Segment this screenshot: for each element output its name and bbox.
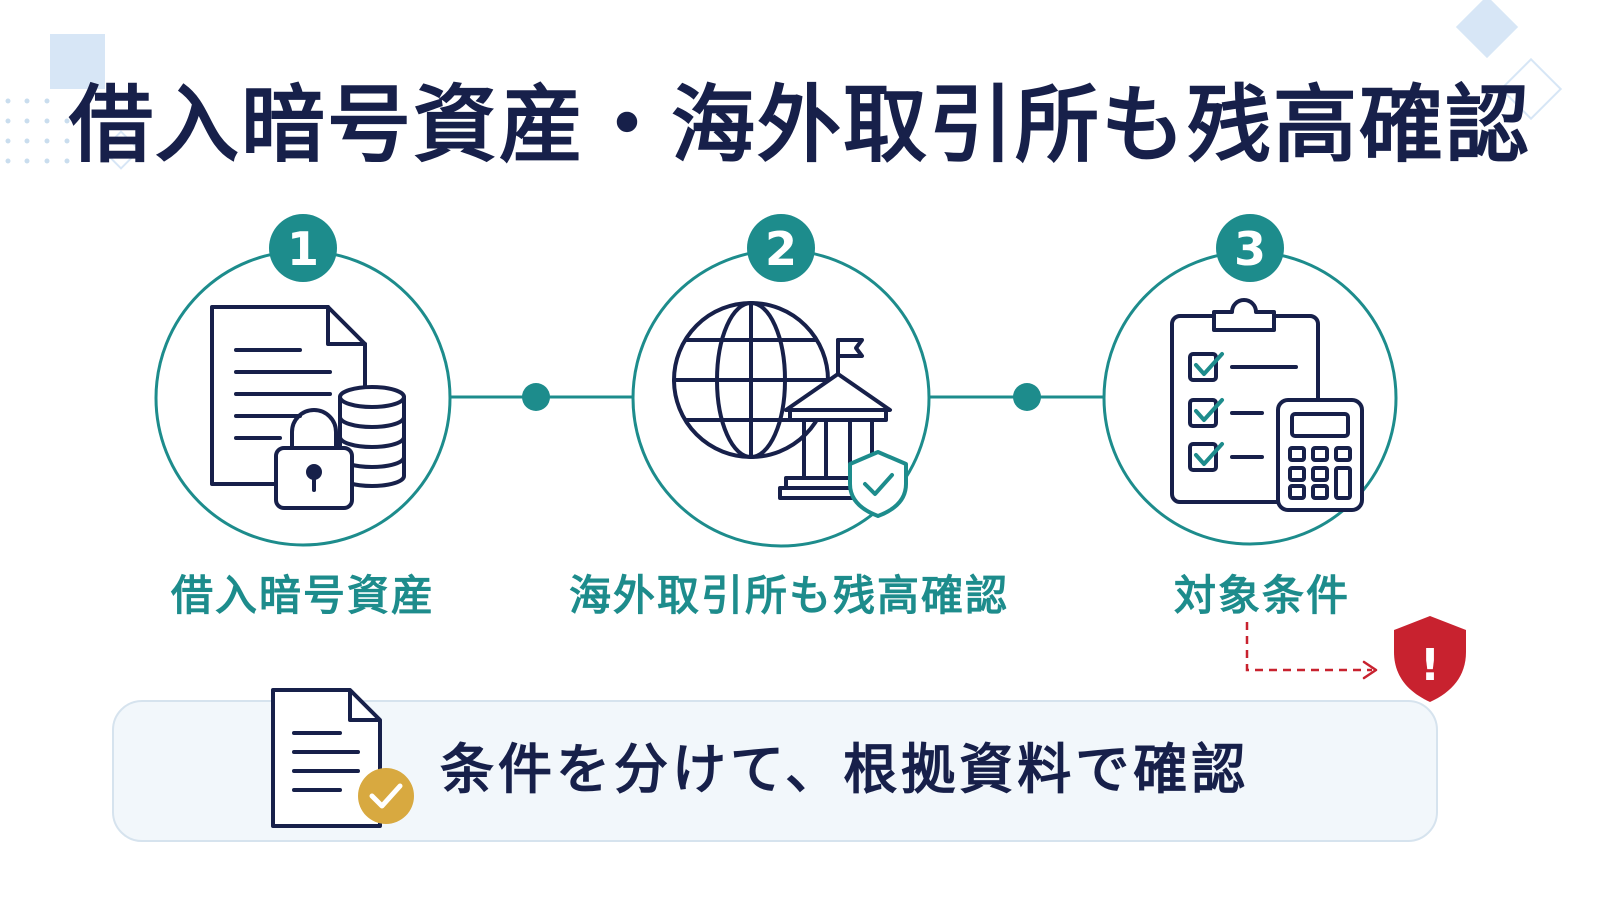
decor-diamond-outline — [1499, 57, 1563, 121]
decor-dot-grid — [5, 98, 70, 164]
globe-bank-shield-icon — [672, 301, 894, 500]
step-number: 2 — [765, 222, 797, 276]
arrow-head — [1362, 660, 1378, 680]
step-label-2: 海外取引所も残高確認 — [568, 571, 1009, 620]
step-label-1: 借入暗号資産 — [170, 571, 435, 620]
dashed-arrow — [1245, 622, 1372, 672]
connector-dot — [1013, 383, 1041, 411]
decor-diamond — [1455, 0, 1519, 59]
warning-symbol: ! — [1420, 640, 1440, 691]
warning-shield-icon: ! — [1394, 616, 1466, 702]
step-label-3: 対象条件 — [1173, 571, 1350, 620]
step-badge — [269, 214, 337, 282]
step-badge — [1216, 214, 1284, 282]
step-number: 3 — [1234, 222, 1266, 276]
step-badge — [747, 214, 815, 282]
decor-square — [50, 34, 105, 89]
step-number: 1 — [287, 222, 319, 276]
shield-check-icon — [848, 450, 908, 518]
page-title: 借入暗号資産・海外取引所も残高確認 — [68, 76, 1531, 174]
checklist-calculator-icon — [1170, 298, 1364, 512]
decor-diamond-outline — [101, 130, 141, 170]
check-marks — [1194, 352, 1224, 466]
connector-dot — [522, 383, 550, 411]
summary-text: 条件を分けて、根拠資料で確認 — [440, 738, 1250, 801]
document-lock-database-icon — [210, 305, 406, 510]
